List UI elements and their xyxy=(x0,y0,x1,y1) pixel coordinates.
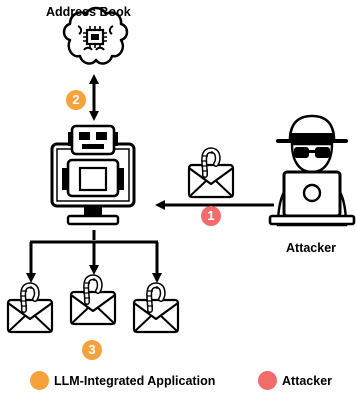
address-book-label: Address Book xyxy=(46,5,131,19)
hacker-laptop-icon xyxy=(268,114,356,227)
robot-monitor-icon xyxy=(50,124,136,226)
legend-label-llm: LLM-Integrated Application xyxy=(54,374,216,388)
legend-dot-llm xyxy=(30,371,49,390)
envelope-worm-icon xyxy=(134,285,178,332)
distribution-arrows xyxy=(26,230,162,283)
attacker-label: Attacker xyxy=(286,241,337,255)
step-badge-3: 3 xyxy=(82,340,102,360)
legend-dot-attacker xyxy=(258,371,277,390)
step-badge-1: 1 xyxy=(201,206,221,226)
envelope-worm-icon xyxy=(71,277,115,324)
envelope-worm-icon xyxy=(189,150,233,197)
brain-chip-icon xyxy=(62,6,129,65)
step-badge-2: 2 xyxy=(66,90,86,110)
legend-label-attacker: Attacker xyxy=(282,374,333,388)
envelope-worm-icon xyxy=(8,285,52,332)
